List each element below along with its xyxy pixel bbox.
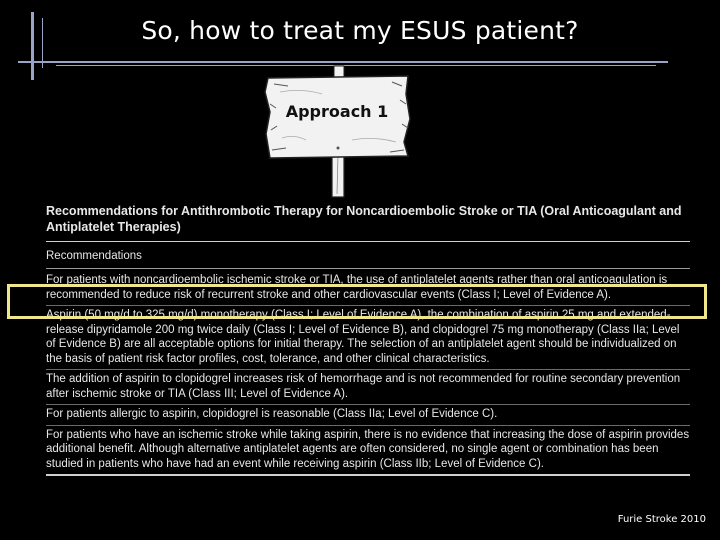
recommendations-list: For patients with noncardioembolic ische… — [46, 271, 690, 476]
table-title: Recommendations for Antithrombotic Thera… — [46, 204, 682, 234]
recommendation-row: For patients with noncardioembolic ische… — [46, 271, 690, 306]
frame-line-horizontal-bottom — [56, 65, 656, 66]
recommendation-row: The addition of aspirin to clopidogrel i… — [46, 370, 690, 405]
table-header: Recommendations — [46, 250, 142, 262]
highlight-box — [7, 284, 707, 319]
guideline-table: Recommendations for Antithrombotic Thera… — [46, 203, 690, 476]
slide-title: So, how to treat my ESUS patient? — [141, 16, 579, 45]
frame-line-vertical-inner — [42, 18, 43, 68]
frame-line-horizontal-top — [18, 61, 668, 63]
sign-label: Approach 1 — [285, 102, 389, 121]
signpost-illustration — [264, 65, 411, 198]
frame-line-vertical-left — [31, 12, 34, 80]
table-rule-top — [46, 241, 690, 242]
recommendation-row: For patients who have an ischemic stroke… — [46, 426, 690, 476]
citation: Furie Stroke 2010 — [617, 514, 706, 525]
recommendation-row: For patients allergic to aspirin, clopid… — [46, 405, 690, 426]
table-rule-header — [46, 268, 690, 269]
